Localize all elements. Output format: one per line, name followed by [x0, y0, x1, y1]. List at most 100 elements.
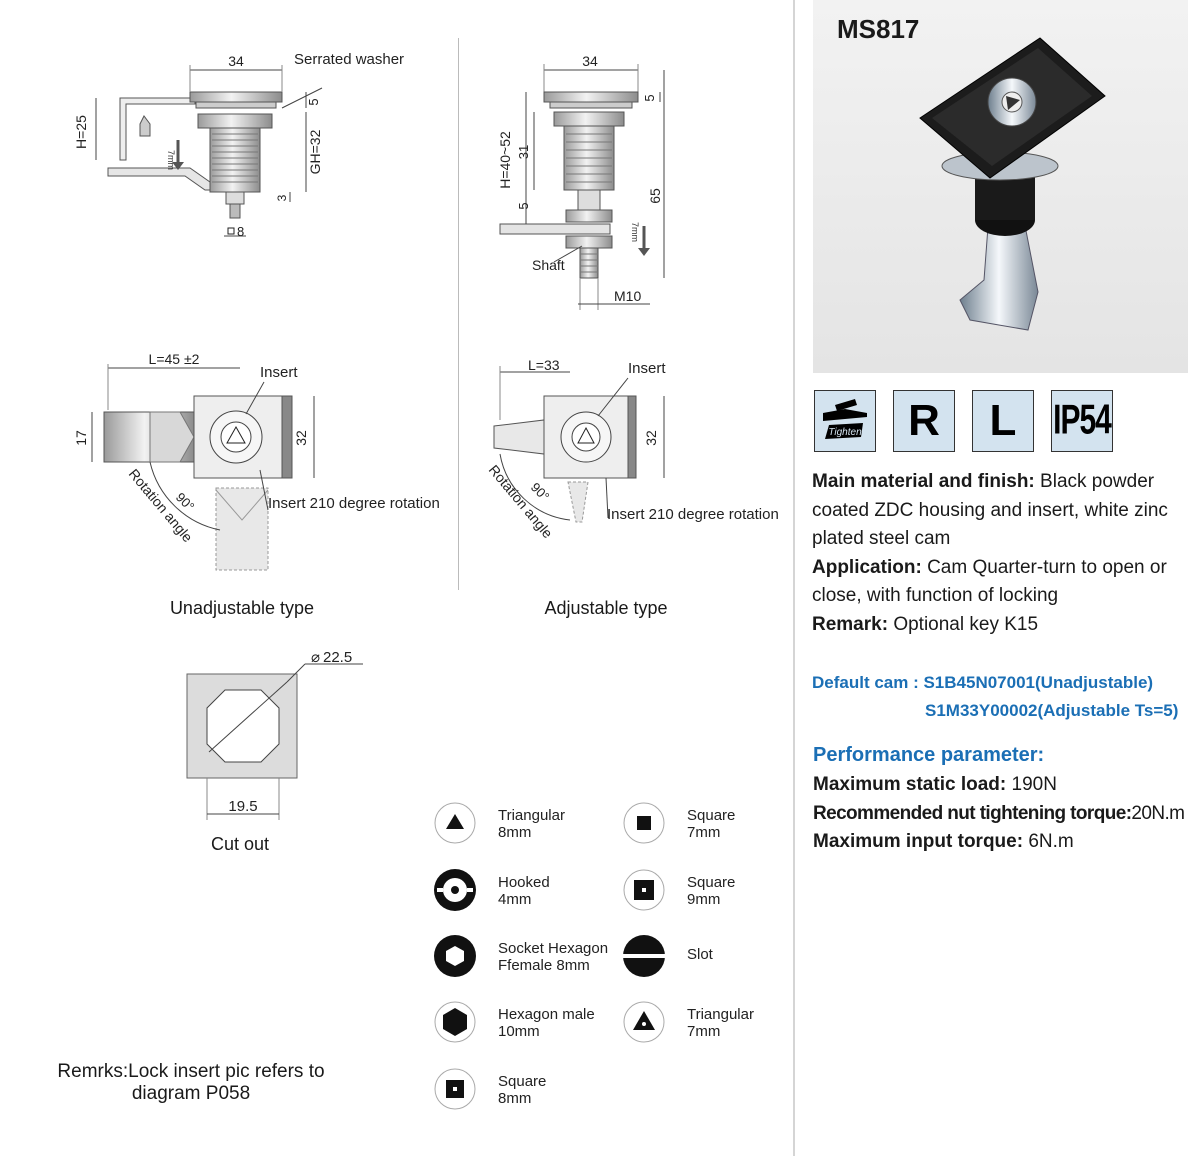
- cutout-width: 19.5: [228, 798, 257, 815]
- performance-title: Performance parameter:: [813, 744, 1045, 766]
- performance-label: Maximum static load:: [813, 774, 1007, 795]
- adjustable-caption: Adjustable type: [544, 598, 668, 618]
- performance-row: Maximum input torque: 6N.m: [813, 828, 1198, 857]
- performance-row: Recommended nut tightening torque:20N.m: [813, 800, 1198, 829]
- specs-description: Main material and finish: Black powder c…: [812, 468, 1192, 639]
- cutout-diameter: 22.5: [323, 649, 352, 666]
- insert-name: Triangular: [687, 1006, 754, 1023]
- default-cam-line2: S1M33Y00002(Adjustable Ts=5): [925, 701, 1179, 720]
- d31-dim: 31: [516, 145, 531, 159]
- insert-label: Insert: [260, 364, 298, 381]
- insert-size: 7mm: [687, 1023, 721, 1040]
- insert-rotation-label: Insert 210 degree rotation: [607, 506, 779, 523]
- adjustable-side-drawing: 34 Shaft M10 H=40~52 31 5 5 65 7mm: [497, 53, 665, 310]
- hexagon-male-insert-icon: [434, 1001, 476, 1043]
- square-insert-icon: [623, 869, 665, 911]
- performance-value: 6N.m: [1028, 831, 1074, 852]
- insert-rotation-label: Insert 210 degree rotation: [268, 495, 440, 512]
- gh-dim: GH=32: [307, 129, 323, 174]
- h5-dim: 5: [642, 94, 657, 101]
- insert-label: Insert: [628, 360, 666, 377]
- h-dim: H=25: [73, 115, 89, 149]
- hooked-insert-icon: [434, 869, 476, 911]
- d32-dim: 32: [643, 430, 659, 446]
- performance-value: 20N.m: [1131, 802, 1185, 824]
- material-label: Main material and finish:: [812, 471, 1035, 492]
- divider-drawings: [458, 38, 459, 590]
- material-spec: Main material and finish: Black powder c…: [812, 468, 1192, 554]
- performance-label: Maximum input torque:: [813, 831, 1024, 852]
- unadjustable-top-drawing: L=45 ±2 Insert 32 17 90° Rotation angle …: [73, 351, 440, 571]
- insert-name: Square: [687, 874, 736, 891]
- remark-value: Optional key K15: [893, 613, 1039, 635]
- cutout-caption: Cut out: [210, 834, 270, 854]
- unadjustable-caption: Unadjustable type: [169, 598, 315, 618]
- width-dim: 34: [582, 53, 598, 69]
- thread-dim: M10: [614, 288, 641, 304]
- lock-photo-illustration: [919, 37, 1106, 331]
- material-value: Black powder coated ZDC housing and inse…: [812, 471, 1168, 549]
- d17-dim: 17: [73, 430, 89, 446]
- insert-size: 8mm: [498, 1090, 532, 1107]
- remarks: Remrks:Lock insert pic refers to diagram…: [40, 1061, 342, 1105]
- d5-dim: 5: [516, 202, 531, 209]
- slot-insert-icon: [623, 935, 665, 977]
- insert-size: 9mm: [687, 891, 721, 908]
- square-insert-icon: [623, 802, 665, 844]
- adjustable-top-drawing: L=33 Insert 32 90° Rotation angle Insert…: [486, 357, 779, 541]
- remarks-line2: diagram P058: [131, 1083, 251, 1104]
- sq8-dim: 8: [237, 224, 244, 239]
- badge-r-label: R: [908, 396, 940, 445]
- remark-label: Remark:: [812, 613, 889, 635]
- insert-name: Square: [687, 807, 736, 824]
- divider-main: [793, 0, 795, 1156]
- tighten-label: Tighten: [828, 427, 862, 438]
- shaft-label: Shaft: [532, 257, 565, 273]
- d3-dim: 3: [275, 194, 289, 201]
- application-label: Application:: [812, 556, 922, 578]
- square-insert-icon: [434, 1068, 476, 1110]
- default-cam-line1: Default cam : S1B45N07001(Unadjustable): [812, 673, 1154, 692]
- remark-spec: Remark: Optional key K15: [812, 611, 1192, 640]
- h5-dim: 5: [306, 98, 321, 105]
- badge-ip54-label: IP54: [1053, 397, 1112, 444]
- insert-name: Slot: [687, 946, 713, 963]
- insert-name: Socket Hexagon: [498, 940, 609, 957]
- insert-size: 10mm: [498, 1023, 540, 1040]
- h-dim: H=40~52: [497, 131, 513, 189]
- product-model: MS817: [837, 14, 920, 44]
- washer-label: Serrated washer: [294, 51, 404, 68]
- stroke-dim: 7mm: [630, 222, 640, 242]
- application-value: Cam Quarter-turn to open or close, with …: [812, 556, 1167, 607]
- performance-list: Maximum static load: 190N Recommended nu…: [813, 771, 1198, 857]
- length-dim: L=33: [528, 357, 560, 373]
- insert-name: Square: [498, 1073, 547, 1090]
- performance-value: 190N: [1011, 774, 1057, 795]
- d65-dim: 65: [647, 188, 663, 204]
- insert-name: Triangular: [498, 807, 565, 824]
- unadjustable-side-drawing: 7mm 34 Serrated washer 5 GH=32 3 H=25 8: [73, 51, 404, 239]
- insert-size: Ffemale 8mm: [498, 957, 590, 974]
- performance-row: Maximum static load: 190N: [813, 771, 1198, 800]
- d32-dim: 32: [293, 430, 309, 446]
- cutout-diameter-symbol: ⌀: [311, 649, 320, 666]
- length-dim: L=45 ±2: [149, 351, 200, 367]
- application-spec: Application: Cam Quarter-turn to open or…: [812, 554, 1192, 611]
- socket-hexagon-insert-icon: [434, 935, 476, 977]
- badge-r: R: [893, 390, 955, 452]
- insert-name: Hexagon male: [498, 1006, 595, 1023]
- stroke-dim: 7mm: [166, 150, 176, 170]
- remarks-line1: Remrks:Lock insert pic refers to: [57, 1061, 325, 1082]
- badge-l-label: L: [989, 396, 1017, 445]
- triangular-insert-icon: [623, 1001, 665, 1043]
- insert-size: 8mm: [498, 824, 532, 841]
- performance-label: Recommended nut tightening torque:: [813, 802, 1132, 824]
- insert-name: Hooked: [498, 874, 550, 891]
- cutout-drawing: ⌀ 22.5 19.5: [186, 649, 363, 820]
- badge-ip54: IP54: [1051, 390, 1113, 452]
- width-dim: 34: [228, 53, 244, 69]
- insert-size: 4mm: [498, 891, 532, 908]
- tighten-icon: Tighten: [823, 399, 867, 439]
- triangular-insert-icon: [434, 802, 476, 844]
- badge-tighten: Tighten: [814, 390, 876, 452]
